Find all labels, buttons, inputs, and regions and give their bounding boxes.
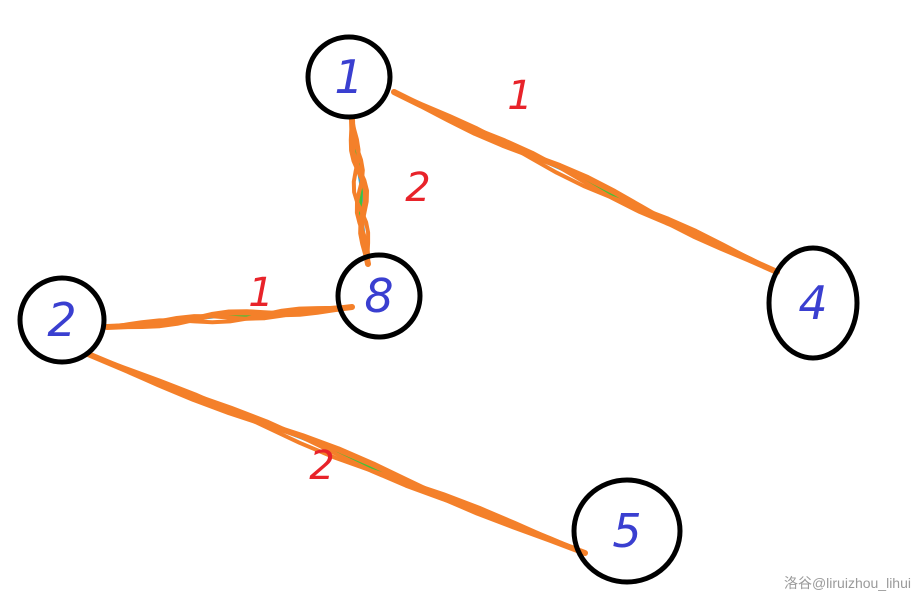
edge-weight-label: 2 (309, 443, 334, 489)
edge-2-5: 2 (85, 351, 588, 556)
node-4: 4 (766, 245, 860, 361)
edge-1-3: 2 (348, 116, 431, 267)
edge-stroke-orange (105, 305, 354, 329)
node-1: 1 (305, 34, 393, 120)
node-2: 2 (17, 275, 107, 365)
edge-stroke-orange (350, 117, 370, 266)
watermark-text: 洛谷@liruizhou_lihui (783, 575, 911, 591)
edge-stroke-orange (391, 89, 780, 275)
node-label: 4 (798, 276, 827, 330)
edge-stroke-orange (104, 304, 355, 330)
node-5: 5 (571, 477, 683, 585)
edge-stroke-orange (392, 90, 779, 274)
edge-stroke-orange (348, 116, 371, 267)
node-circle (571, 477, 683, 585)
node-3: 8 (335, 252, 423, 340)
node-circle (766, 245, 860, 361)
edge-2-3: 1 (104, 270, 355, 330)
node-label: 5 (612, 504, 641, 558)
edge-weight-label: 1 (248, 270, 273, 316)
node-circle (305, 34, 393, 120)
node-circle (335, 252, 423, 340)
node-label: 8 (364, 269, 393, 323)
edge-weight-label: 1 (507, 73, 532, 119)
node-label: 2 (47, 293, 76, 347)
edge-1-4: 1 (391, 73, 780, 275)
node-circle (17, 275, 107, 365)
edge-weight-label: 2 (405, 165, 430, 211)
edge-stroke-orange (85, 351, 588, 556)
edge-stroke-orange (350, 117, 371, 266)
node-label: 1 (334, 50, 363, 104)
edge-stroke-orange (86, 352, 587, 555)
edges-layer: 1 2 1 2 (85, 73, 780, 556)
